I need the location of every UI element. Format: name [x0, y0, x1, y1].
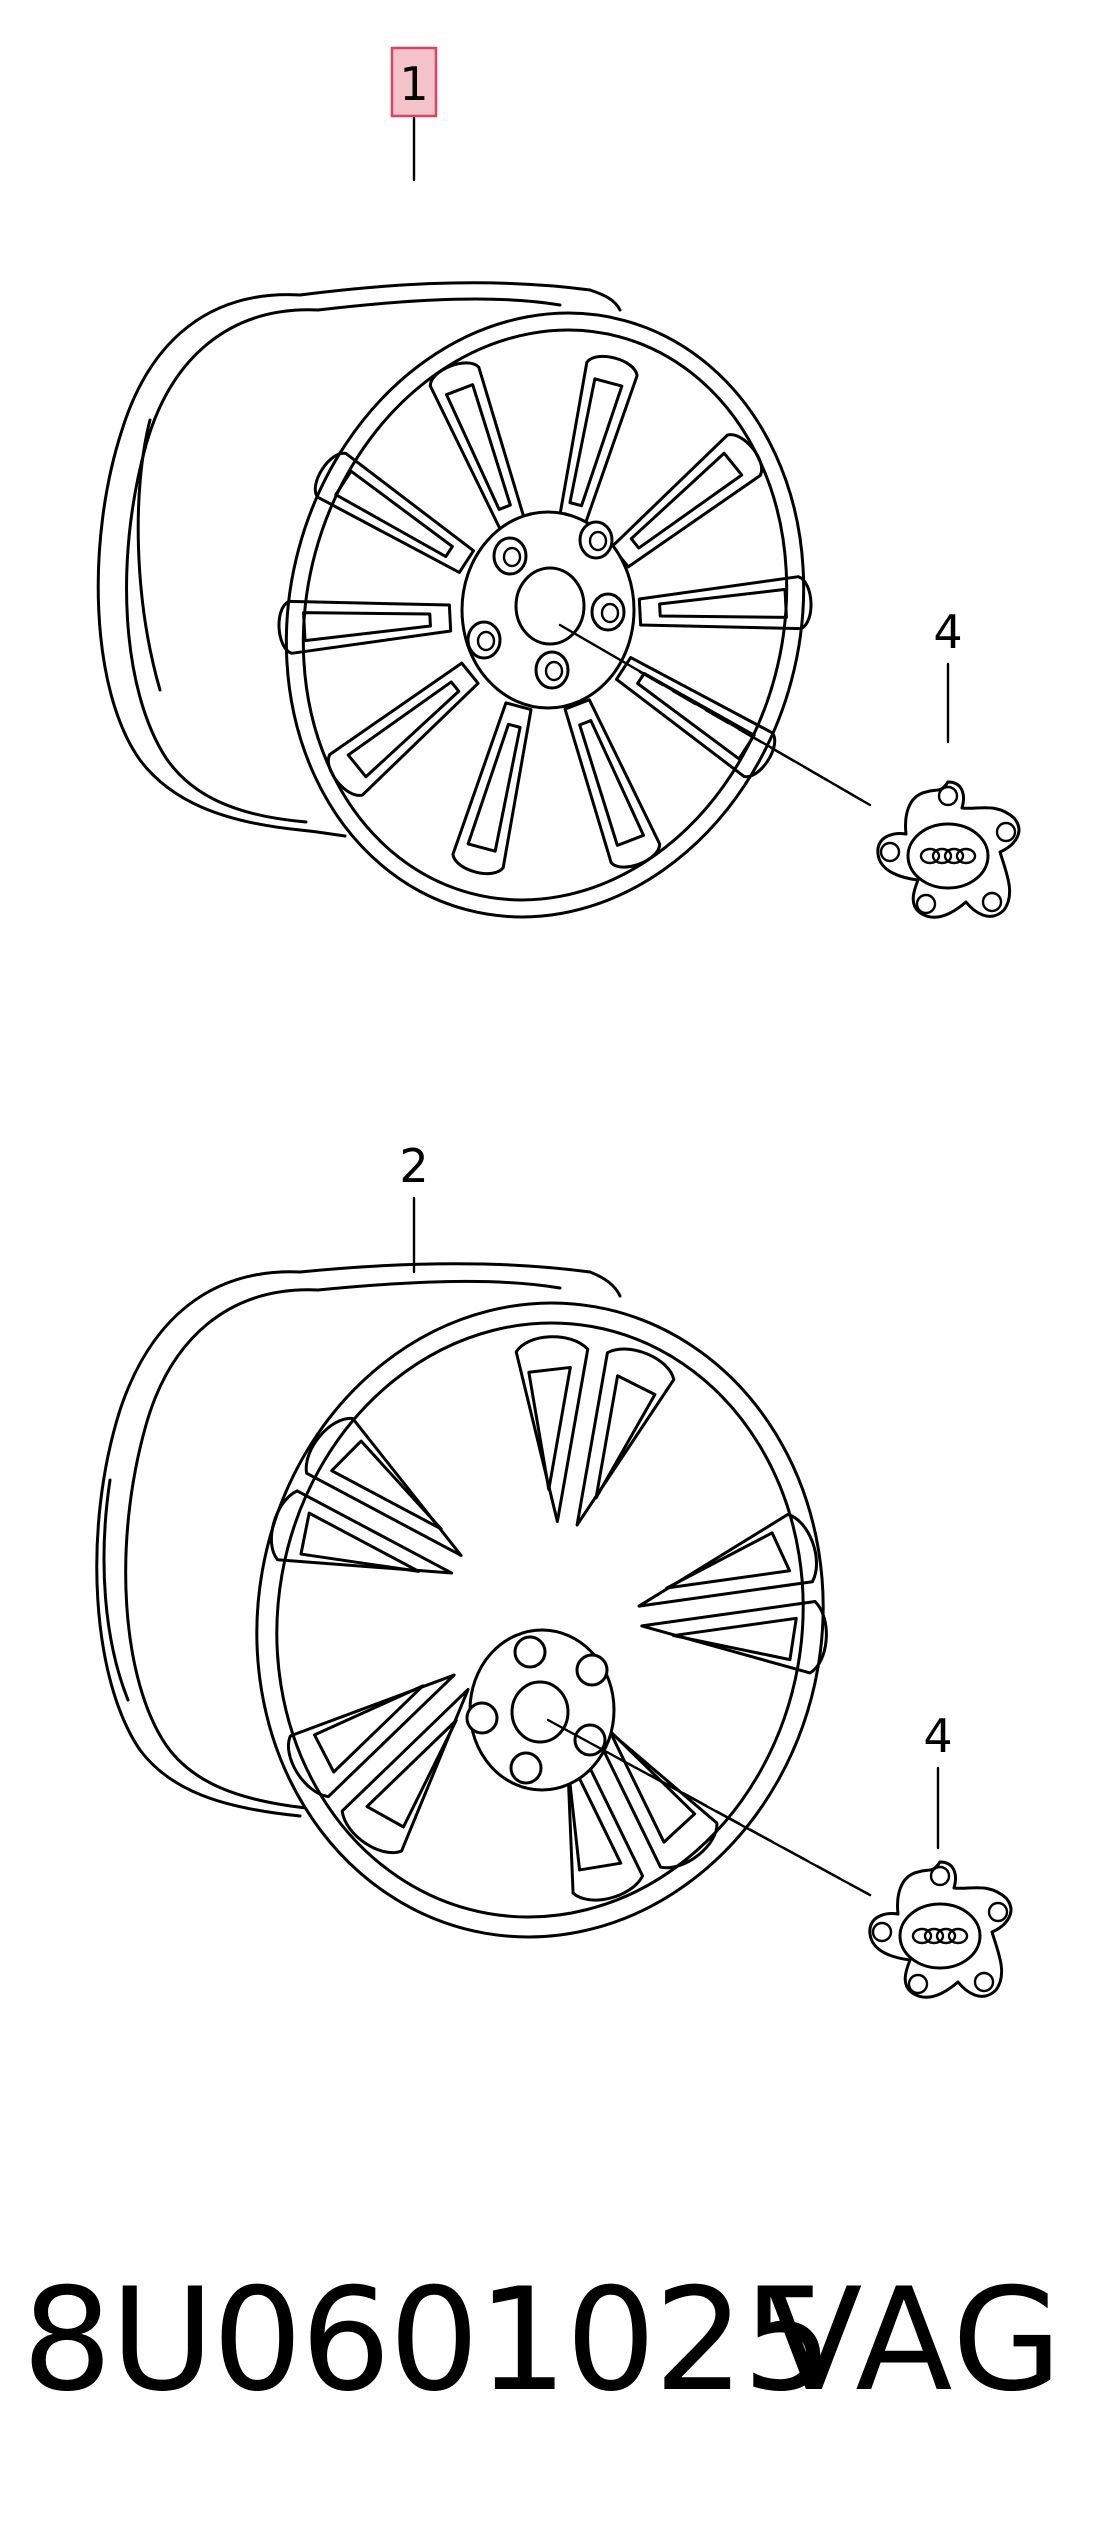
- wheel-1: [96, 281, 1021, 919]
- spoke-windows-1: [277, 354, 813, 876]
- callout-2-label: 2: [399, 1139, 428, 1193]
- callout-4b: 4: [923, 1709, 953, 1850]
- part-number: 8U0601025: [22, 2258, 833, 2423]
- callout-2: 2: [399, 1139, 429, 1274]
- brand-label: VAG: [765, 2258, 1064, 2423]
- callout-4a: 4: [933, 605, 963, 744]
- center-cap-2: [868, 1860, 1013, 1999]
- lug-holes-2: [465, 1635, 609, 1785]
- wheel-2: [95, 1262, 1013, 1999]
- center-cap-1: [876, 780, 1021, 919]
- callout-4a-label: 4: [933, 605, 962, 659]
- callout-4b-label: 4: [923, 1709, 952, 1763]
- callout-1-label: 1: [399, 57, 428, 111]
- callout-1-highlight: [390, 46, 438, 118]
- callout-1: 1: [390, 46, 438, 182]
- spoke-windows-2: [269, 1335, 828, 1902]
